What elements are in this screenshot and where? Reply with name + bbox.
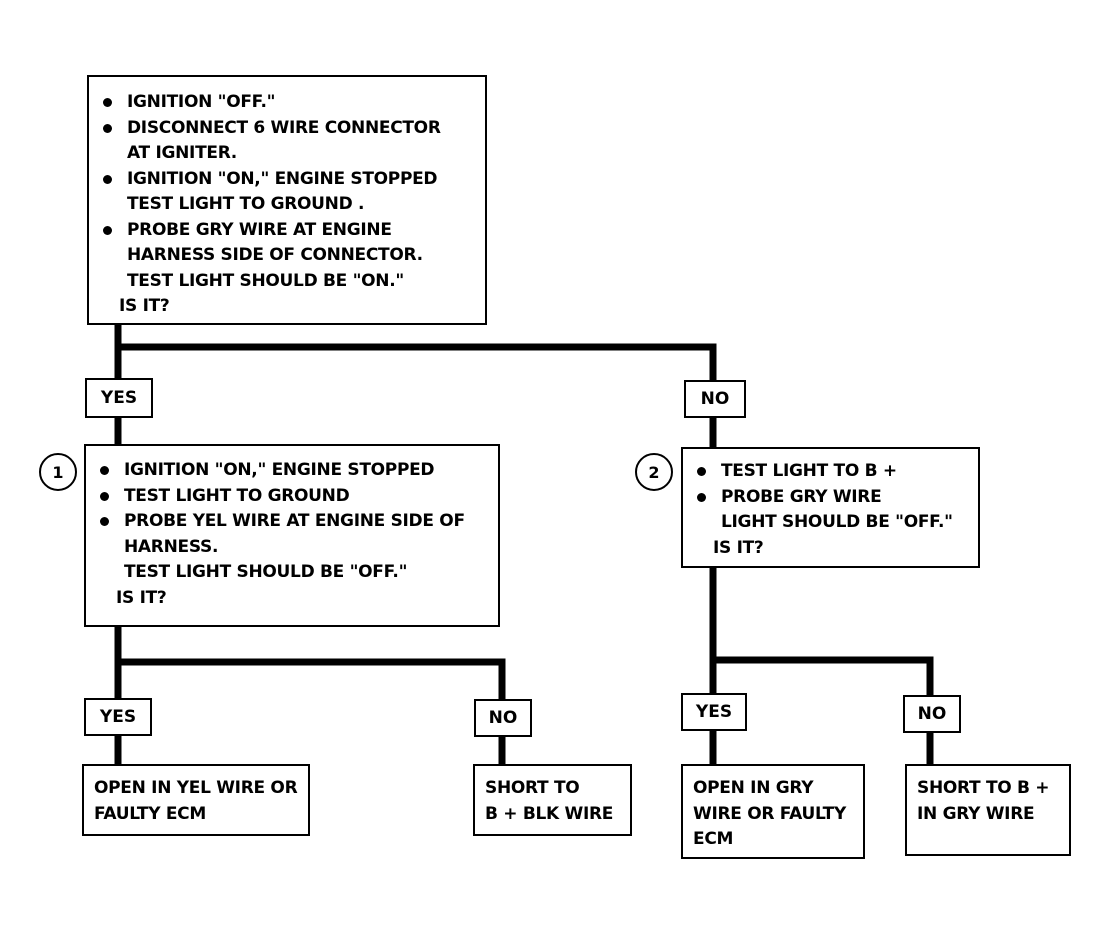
box2-bullet-2: PROBE GRY WIRE [687,485,974,511]
result-box-1: OPEN IN YEL WIRE OR FAULTY ECM [82,764,310,836]
no-label-1: NO [474,699,532,737]
result-box-2: SHORT TO B + BLK WIRE [473,764,632,836]
no-label-2: NO [903,695,961,733]
no-label-top: NO [684,380,746,418]
box2-question-line-2: IS IT? [713,537,764,558]
decision-box-1: IGNITION "ON," ENGINE STOPPED TEST LIGHT… [84,444,500,627]
result-box-4: SHORT TO B + IN GRY WIRE [905,764,1071,856]
box1-bullet-1: IGNITION "ON," ENGINE STOPPED [90,458,494,484]
decision-box-top: IGNITION "OFF." DISCONNECT 6 WIRE CONNEC… [87,75,487,325]
top-bullet-1: IGNITION "OFF." [93,90,481,116]
yes-label-2: YES [681,693,747,731]
box2-bullet-1: TEST LIGHT TO B + [687,459,974,485]
box2-question-line-1: LIGHT SHOULD BE "OFF." [721,512,953,532]
step-marker-1: 1 [39,453,77,491]
top-question-line-1: TEST LIGHT SHOULD BE "ON." [127,270,404,291]
step-marker-2: 2 [635,453,673,491]
box1-bullet-2: TEST LIGHT TO GROUND [90,484,494,510]
yes-label-top: YES [85,378,153,418]
result-box-3: OPEN IN GRY WIRE OR FAULTY ECM [681,764,865,859]
yes-label-1: YES [84,698,152,736]
box1-question-line-1: TEST LIGHT SHOULD BE "OFF." [124,562,408,582]
top-question-line-2: IS IT? [119,296,170,316]
decision-box-2: TEST LIGHT TO B + PROBE GRY WIRE LIGHT S… [681,447,980,568]
box1-question-line-2: IS IT? [116,587,167,608]
